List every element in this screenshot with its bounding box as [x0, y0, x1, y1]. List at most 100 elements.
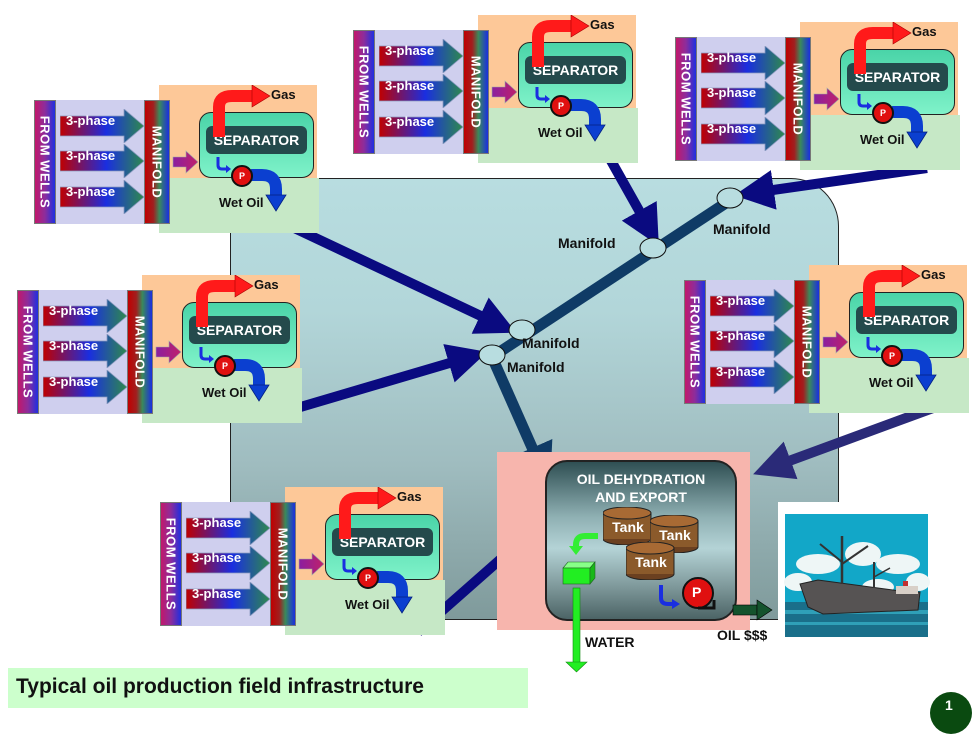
unit-flow-icons — [213, 85, 287, 212]
unit-flow-icons — [863, 265, 937, 392]
from-wells-bar: FROM WELLS — [17, 290, 39, 414]
well-unit-top-left[interactable]: FROM WELLS 3-phase 3-phase 3-phase MANIF… — [34, 85, 324, 235]
pump-feed-arrow — [672, 599, 680, 609]
pump-label: P — [364, 573, 371, 583]
flow-arrow-top-center — [600, 147, 659, 246]
unit-flow-icons — [854, 22, 928, 149]
wet-oil-label: Wet Oil — [860, 132, 905, 147]
wet-oil-label: Wet Oil — [869, 375, 914, 390]
flow-arrow-top-left — [287, 221, 517, 334]
water-separator-box[interactable] — [562, 567, 591, 585]
separator-pump[interactable]: P — [881, 345, 903, 367]
separator-pump[interactable]: P — [550, 95, 572, 117]
oil-field-diagram: Manifold Manifold Manifold Manifold OIL … — [8, 15, 974, 734]
water-arrowhead — [569, 546, 583, 555]
unit-arrows — [813, 87, 840, 111]
gas-label: Gas — [254, 277, 279, 292]
manifold-node[interactable] — [716, 187, 744, 209]
oil-tanker-ship-image — [778, 502, 935, 645]
export-pump-label: P — [692, 584, 702, 600]
phase-label: 3-phase — [707, 121, 757, 136]
from-wells-bar: FROM WELLS — [353, 30, 375, 154]
manifold-label: Manifold — [507, 359, 565, 375]
three-phase-flow-arrow[interactable]: 3-phase — [710, 289, 794, 323]
gas-arrow-body — [854, 27, 895, 74]
three-phase-flow-arrow[interactable]: 3-phase — [379, 74, 463, 108]
unit-manifold-bar[interactable]: MANIFOLD — [127, 290, 153, 414]
manifold-node[interactable] — [639, 237, 667, 259]
three-phase-flow-arrow[interactable]: 3-phase — [43, 334, 127, 368]
export-title-line2: AND EXPORT — [595, 489, 687, 505]
gas-arrow-body — [863, 270, 904, 317]
gas-label: Gas — [921, 267, 946, 282]
three-phase-flow-arrow[interactable]: 3-phase — [710, 360, 794, 394]
pump-label: P — [557, 101, 564, 111]
separator-pump[interactable]: P — [872, 102, 894, 124]
export-title: OIL DEHYDRATION AND EXPORT — [547, 470, 735, 506]
manifold-node[interactable] — [478, 344, 506, 366]
unit-flow-icons — [532, 15, 606, 142]
well-unit-middle-left[interactable]: FROM WELLS 3-phase 3-phase 3-phase MANIF… — [17, 275, 307, 425]
water-label: WATER — [585, 634, 635, 650]
gas-arrow-icon — [901, 265, 921, 288]
flow-arrow-middle-left — [268, 344, 488, 421]
pump-label: P — [879, 108, 886, 118]
three-phase-flow-arrow[interactable]: 3-phase — [186, 582, 270, 616]
gas-arrow-icon — [570, 15, 590, 38]
gas-label: Gas — [912, 24, 937, 39]
phase-label: 3-phase — [49, 374, 99, 389]
manifold-label: Manifold — [558, 235, 616, 251]
three-phase-flow-arrow[interactable]: 3-phase — [60, 109, 144, 143]
three-phase-flow-arrow[interactable]: 3-phase — [701, 46, 785, 80]
unit-manifold-bar[interactable]: MANIFOLD — [144, 100, 170, 224]
unit-manifold-bar[interactable]: MANIFOLD — [270, 502, 296, 626]
page-number-badge[interactable]: 1 — [930, 692, 972, 734]
wet-oil-arrow-icon — [248, 384, 270, 402]
wet-oil-arrow-icon — [584, 124, 606, 142]
unit-manifold-bar[interactable]: MANIFOLD — [785, 37, 811, 161]
well-unit-middle-right[interactable]: FROM WELLS 3-phase 3-phase 3-phase MANIF… — [684, 265, 974, 415]
three-phase-flow-arrow[interactable]: 3-phase — [186, 546, 270, 580]
three-phase-flow-arrow[interactable]: 3-phase — [60, 180, 144, 214]
gas-arrow-icon — [377, 487, 397, 510]
separator-pump[interactable]: P — [231, 165, 253, 187]
storage-tank[interactable]: Tank — [625, 541, 676, 581]
three-phase-flow-arrow[interactable]: 3-phase — [43, 370, 127, 404]
well-unit-bottom-left[interactable]: FROM WELLS 3-phase 3-phase 3-phase MANIF… — [160, 487, 450, 637]
separator-pump[interactable]: P — [214, 355, 236, 377]
three-phase-flow-arrow[interactable]: 3-phase — [710, 324, 794, 358]
three-phase-flow-arrow[interactable]: 3-phase — [379, 110, 463, 144]
three-phase-flow-arrow[interactable]: 3-phase — [379, 39, 463, 73]
manifold-to-separator-arrow — [172, 150, 199, 174]
wet-oil-label: Wet Oil — [345, 597, 390, 612]
pump-label: P — [238, 171, 245, 181]
wet-oil-arrow-body — [251, 169, 282, 197]
wet-oil-arrow-body — [901, 349, 932, 377]
unit-manifold-bar[interactable]: MANIFOLD — [794, 280, 820, 404]
phase-label: 3-phase — [192, 515, 242, 530]
three-phase-flow-arrow[interactable]: 3-phase — [43, 299, 127, 333]
well-unit-top-center[interactable]: FROM WELLS 3-phase 3-phase 3-phase MANIF… — [353, 15, 643, 165]
flow-arrow-top-right — [734, 163, 928, 210]
three-phase-flow-arrow[interactable]: 3-phase — [186, 511, 270, 545]
unit-arrows — [822, 330, 849, 354]
well-unit-top-right[interactable]: FROM WELLS 3-phase 3-phase 3-phase MANIF… — [675, 22, 965, 172]
phase-label: 3-phase — [192, 586, 242, 601]
phase-label: 3-phase — [49, 303, 99, 318]
separator-pump[interactable]: P — [357, 567, 379, 589]
page-number: 1 — [945, 697, 953, 713]
manifold-to-separator-arrow — [822, 330, 849, 354]
three-phase-flow-arrow[interactable]: 3-phase — [60, 144, 144, 178]
phase-label: 3-phase — [385, 114, 435, 129]
gas-label: Gas — [590, 17, 615, 32]
trunk-to-export-arrow — [486, 354, 553, 489]
three-phase-flow-arrow[interactable]: 3-phase — [701, 81, 785, 115]
unit-manifold-bar[interactable]: MANIFOLD — [463, 30, 489, 154]
from-wells-bar: FROM WELLS — [684, 280, 706, 404]
export-flow-icons — [562, 533, 773, 673]
manifold-node[interactable] — [508, 319, 536, 341]
phase-label: 3-phase — [192, 550, 242, 565]
manifold-to-separator-arrow — [491, 80, 518, 104]
manifold-to-separator-arrow — [298, 552, 325, 576]
three-phase-flow-arrow[interactable]: 3-phase — [701, 117, 785, 151]
